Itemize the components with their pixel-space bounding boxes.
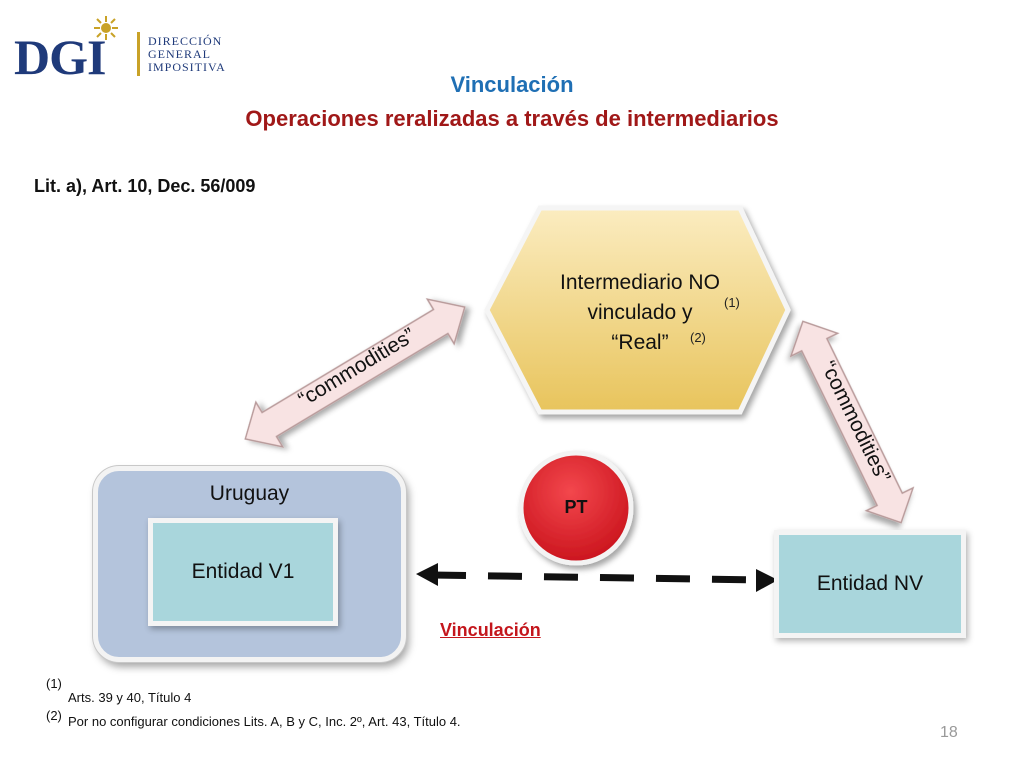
commodities-arrow-right: [789, 320, 915, 524]
entity-nv-box: Entidad NV: [774, 530, 966, 638]
page-number: 18: [940, 724, 958, 741]
pt-circle: [518, 450, 634, 566]
footnote-2-number: (2): [46, 708, 62, 723]
sun-icon: [94, 16, 118, 40]
intermediary-hexagon: [484, 205, 791, 415]
intermediary-note-1: (1): [724, 295, 740, 310]
intermediary-line-3: “Real”: [611, 331, 669, 354]
slide-subtitle: Operaciones reralizadas a través de inte…: [245, 106, 779, 131]
footnote-2-text: Por no configurar condiciones Lits. A, B…: [68, 714, 461, 729]
intermediary-note-2: (2): [690, 330, 706, 345]
commodities-arrow-left: [244, 298, 466, 448]
entity-v1-box: Entidad V1: [148, 518, 338, 626]
logo-divider: [137, 32, 140, 76]
logo-line-1: Dirección: [148, 34, 223, 48]
slide-title: Vinculación: [450, 72, 574, 97]
link-label: Vinculación: [440, 620, 541, 640]
intermediary-line-2-text: vinculado y: [587, 301, 693, 324]
logo-text: Dirección General Impositiva: [148, 35, 226, 74]
intermediary-label: Intermediario NO vinculado y “Real”: [510, 268, 770, 358]
logo-mark: DGI: [14, 29, 106, 85]
pt-label: PT: [564, 497, 588, 517]
footnote-1-number: (1): [46, 676, 62, 691]
logo-line-3: Impositiva: [148, 60, 226, 74]
intermediary-line-2: vinculado y: [510, 298, 770, 328]
legal-reference: Lit. a), Art. 10, Dec. 56/009: [34, 176, 256, 196]
uruguay-label: Uruguay: [209, 482, 290, 505]
footnote-1-text: Arts. 39 y 40, Título 4: [68, 690, 192, 705]
intermediary-line-1: Intermediario NO: [560, 271, 720, 294]
logo-line-2: General: [148, 47, 211, 61]
link-dashed-arrow: [416, 563, 778, 592]
